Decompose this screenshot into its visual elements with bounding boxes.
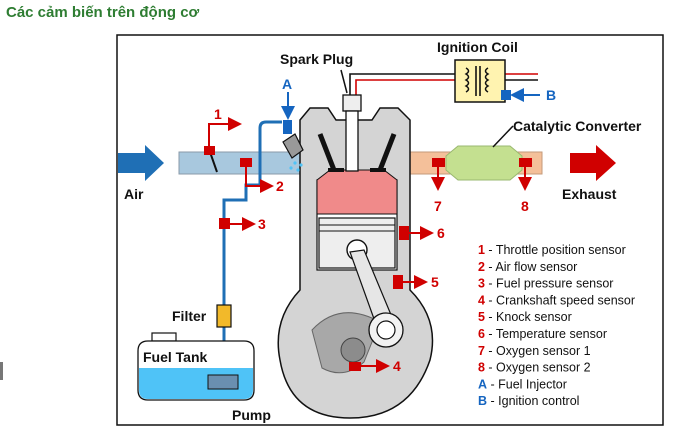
page-title: Các cảm biến trên động cơ [6, 4, 200, 21]
marker-4: 4 [393, 358, 401, 374]
legend-item: B - Ignition control [478, 394, 579, 408]
spark-plug [342, 94, 362, 172]
legend-text: - Ignition control [487, 394, 579, 408]
legend-item: 6 - Temperature sensor [478, 327, 607, 341]
marker-8: 8 [521, 198, 529, 214]
sensor-1-throttle-position [204, 146, 215, 155]
edge-mark [0, 362, 3, 380]
legend-key: B [478, 394, 487, 408]
fuel-filter [216, 304, 232, 328]
ignition-wires [349, 73, 538, 95]
legend-item: 3 - Fuel pressure sensor [478, 277, 613, 291]
fuel-pump [207, 374, 239, 390]
legend-key: 3 [478, 277, 485, 291]
diagram-frame [116, 34, 664, 426]
label-exhaust: Exhaust [562, 186, 617, 202]
legend-item: 4 - Crankshaft speed sensor [478, 293, 635, 307]
legend-item: 1 - Throttle position sensor [478, 243, 626, 257]
label-filter: Filter [172, 308, 207, 324]
legend-text: - Knock sensor [485, 310, 572, 324]
arrow-2 [245, 167, 274, 193]
legend-key: 4 [478, 293, 485, 307]
fuel-line [222, 120, 282, 305]
arrow-spark-plug [340, 69, 348, 94]
marker-3: 3 [258, 216, 266, 232]
exhaust-arrow [570, 145, 616, 181]
crank-pin-hole [376, 320, 396, 340]
legend-key: 2 [478, 260, 485, 274]
marker-B: B [546, 87, 556, 103]
catalytic-converter [445, 145, 523, 181]
legend-text: - Fuel pressure sensor [485, 277, 614, 291]
exhaust-valve [370, 133, 397, 172]
label-ignition-coil: Ignition Coil [437, 39, 518, 55]
marker-2: 2 [276, 178, 284, 194]
air-arrow [118, 145, 164, 181]
combustion-chamber [316, 169, 398, 215]
crankshaft [340, 337, 366, 363]
sensor-2-air-flow [240, 158, 252, 167]
throttle-plate [209, 151, 218, 173]
legend-text: - Temperature sensor [485, 327, 607, 341]
sensor-B-ignition-control [501, 90, 511, 100]
sensor-4-crankshaft-speed [349, 362, 361, 371]
sensor-5-knock [393, 275, 403, 289]
label-fuel-tank: Fuel Tank [143, 349, 208, 365]
legend-key: A [478, 377, 487, 391]
legend-item: 7 - Oxygen sensor 1 [478, 344, 591, 358]
legend-key: 7 [478, 344, 485, 358]
fuel-tank [137, 332, 255, 401]
label-catalytic-converter: Catalytic Converter [513, 118, 642, 134]
marker-7: 7 [434, 198, 442, 214]
legend-key: 8 [478, 361, 485, 375]
marker-1: 1 [214, 106, 222, 122]
legend-text: - Fuel Injector [487, 377, 567, 391]
legend-text: - Oxygen sensor 2 [485, 361, 591, 375]
legend-text: - Air flow sensor [485, 260, 577, 274]
legend-text: - Throttle position sensor [485, 243, 626, 257]
sensor-7-oxygen-1 [432, 158, 445, 167]
legend-item: A - Fuel Injector [478, 377, 567, 391]
legend-text: - Oxygen sensor 1 [485, 344, 591, 358]
legend-item: 8 - Oxygen sensor 2 [478, 361, 591, 375]
legend-key: 5 [478, 310, 485, 324]
legend-item: 5 - Knock sensor [478, 310, 572, 324]
legend-key: 6 [478, 327, 485, 341]
legend-item: 2 - Air flow sensor [478, 260, 577, 274]
arrow-catalytic-converter [492, 125, 514, 148]
ignition-coil [454, 59, 506, 103]
marker-A: A [282, 76, 292, 92]
legend-key: 1 [478, 243, 485, 257]
marker-6: 6 [437, 225, 445, 241]
sensor-3-fuel-pressure [219, 218, 230, 229]
legend-text: - Crankshaft speed sensor [485, 293, 635, 307]
arrow-1 [208, 117, 242, 146]
sensor-A-fuel-injector [283, 120, 292, 134]
sensor-8-oxygen-2 [519, 158, 532, 167]
label-spark-plug: Spark Plug [280, 51, 353, 67]
label-pump: Pump [232, 407, 271, 423]
label-air: Air [124, 186, 144, 202]
sensor-6-temperature [399, 226, 409, 240]
marker-5: 5 [431, 274, 439, 290]
intake-valve [317, 133, 344, 172]
fuel-injector [282, 133, 304, 172]
